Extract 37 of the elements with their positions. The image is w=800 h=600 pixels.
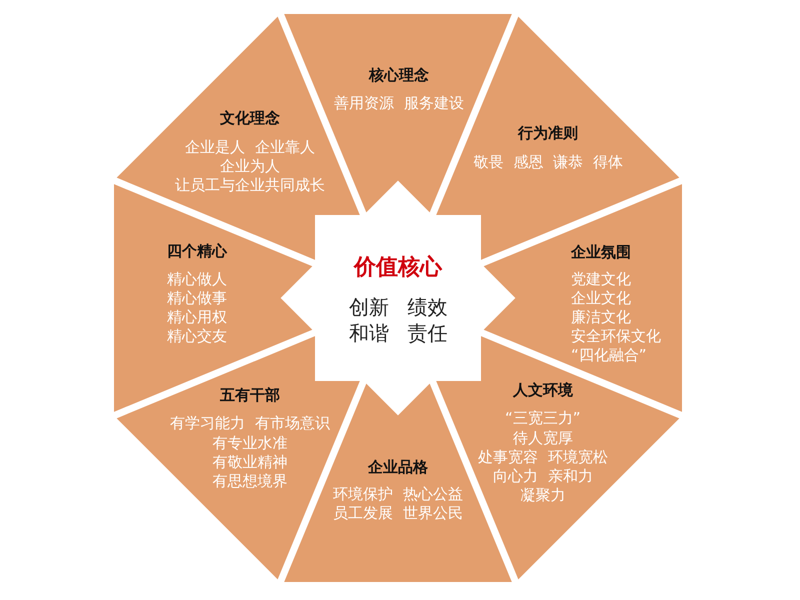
segment-text: 有敬业精神: [212, 453, 288, 471]
segment-heading: 四个精心: [167, 242, 227, 260]
segment-text: 环境保护 热心公益: [333, 485, 463, 503]
segment-text: 待人宽厚: [513, 429, 573, 447]
segment-text: 敬畏 感恩 谦恭 得体: [474, 153, 623, 171]
segment-text: 精心交友: [167, 327, 227, 345]
segment-heading: 人文环境: [513, 381, 573, 399]
centre-text: 和谐 责任: [349, 321, 448, 345]
centre-heading: 价值核心: [354, 255, 442, 282]
segment-text: 凝聚力: [520, 486, 566, 504]
segment-heading: 五有干部: [220, 386, 280, 404]
segment-text: 廉洁文化: [571, 308, 631, 326]
segment-text: 善用资源 服务建设: [334, 94, 464, 112]
segment-heading: 企业氛围: [571, 243, 631, 261]
segment-text: 有学习能力 有市场意识: [170, 414, 330, 432]
segment-text: 处事宽容 环境宽松: [478, 448, 608, 466]
segment-text: 向心力 亲和力: [493, 467, 593, 485]
segment-text: 让员工与企业共同成长: [175, 176, 325, 194]
segment-text: 企业文化: [571, 289, 631, 307]
segment-heading: 核心理念: [369, 66, 429, 84]
segment-text: 党建文化: [571, 270, 631, 288]
segment-text: “四化融合”: [571, 346, 647, 364]
segment-text: 精心用权: [167, 308, 227, 326]
segment-text: 精心做人: [167, 270, 227, 288]
segment-text: 企业是人 企业靠人: [185, 138, 315, 156]
segment-text: 有思想境界: [212, 472, 288, 490]
segment-text: 精心做事: [167, 289, 227, 307]
segment-heading: 行为准则: [518, 124, 578, 142]
segment-text: “三宽三力”: [505, 409, 581, 427]
octagon-segment: [483, 184, 682, 412]
segment-heading: 文化理念: [220, 109, 280, 127]
centre-text: 创新 绩效: [349, 295, 448, 319]
segment-text: 有专业水准: [212, 434, 288, 452]
segment-heading: 企业品格: [368, 458, 428, 476]
segment-text: 企业为人: [220, 157, 280, 175]
segment-text: 安全环保文化: [571, 327, 661, 345]
segment-text: 员工发展 世界公民: [333, 504, 463, 522]
